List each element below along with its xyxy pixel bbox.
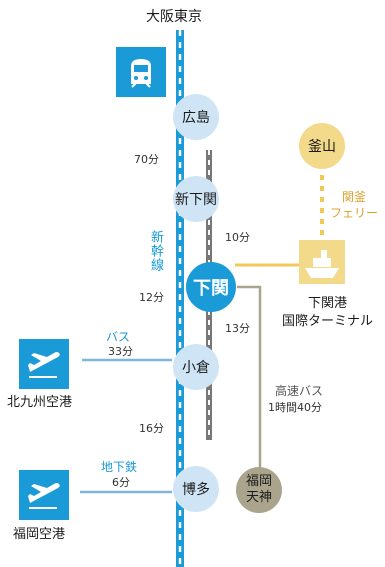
busan-node: 釜山 (299, 123, 345, 169)
fukuoka-tenjin-node: 福岡 天神 (236, 467, 282, 513)
ship-icon (305, 250, 339, 278)
station-kokura: 小倉 (173, 344, 219, 390)
station-shimonoseki: 下関 (186, 262, 236, 312)
fukuoka-airport-icon-box (19, 470, 69, 520)
station-shin-shimonoseki: 新下関 (173, 176, 219, 222)
time-shimonoseki-shinkansen: 12分 (139, 291, 164, 304)
fukuoka-airport-label: 福岡空港 (13, 527, 66, 542)
shinkansen-label: 新幹線 (148, 230, 163, 272)
express-bus-route (237, 285, 262, 480)
train-icon-box (116, 47, 166, 97)
station-hiroshima: 広島 (173, 94, 219, 140)
kitakyushu-airport-label: 北九州空港 (7, 395, 73, 410)
ferry-label: 関釜 フェリー (330, 190, 379, 220)
airplane-icon (28, 483, 60, 509)
time-hiroshima-shin-shimonoseki: 70分 (134, 153, 159, 166)
airplane-icon (28, 352, 60, 378)
express-bus-time: 1時間40分 (268, 401, 322, 414)
time-shin-shimonoseki-shimonoseki: 10分 (225, 231, 250, 244)
time-shimonoseki-kokura: 13分 (225, 322, 250, 335)
kitakyushu-airport-icon-box (19, 339, 69, 389)
subway-time: 6分 (112, 476, 130, 489)
destination-label: 大阪東京 (146, 9, 202, 25)
bus-time: 33分 (108, 345, 133, 358)
station-hakata: 博多 (173, 466, 219, 512)
terminal-label: 下関港 国際ターミナル (282, 296, 374, 329)
bus-label: バス (106, 330, 131, 344)
subway-label: 地下鉄 (101, 460, 138, 474)
express-bus-label: 高速バス (275, 384, 324, 398)
train-icon (131, 59, 151, 88)
time-kokura-hakata: 16分 (139, 422, 164, 435)
